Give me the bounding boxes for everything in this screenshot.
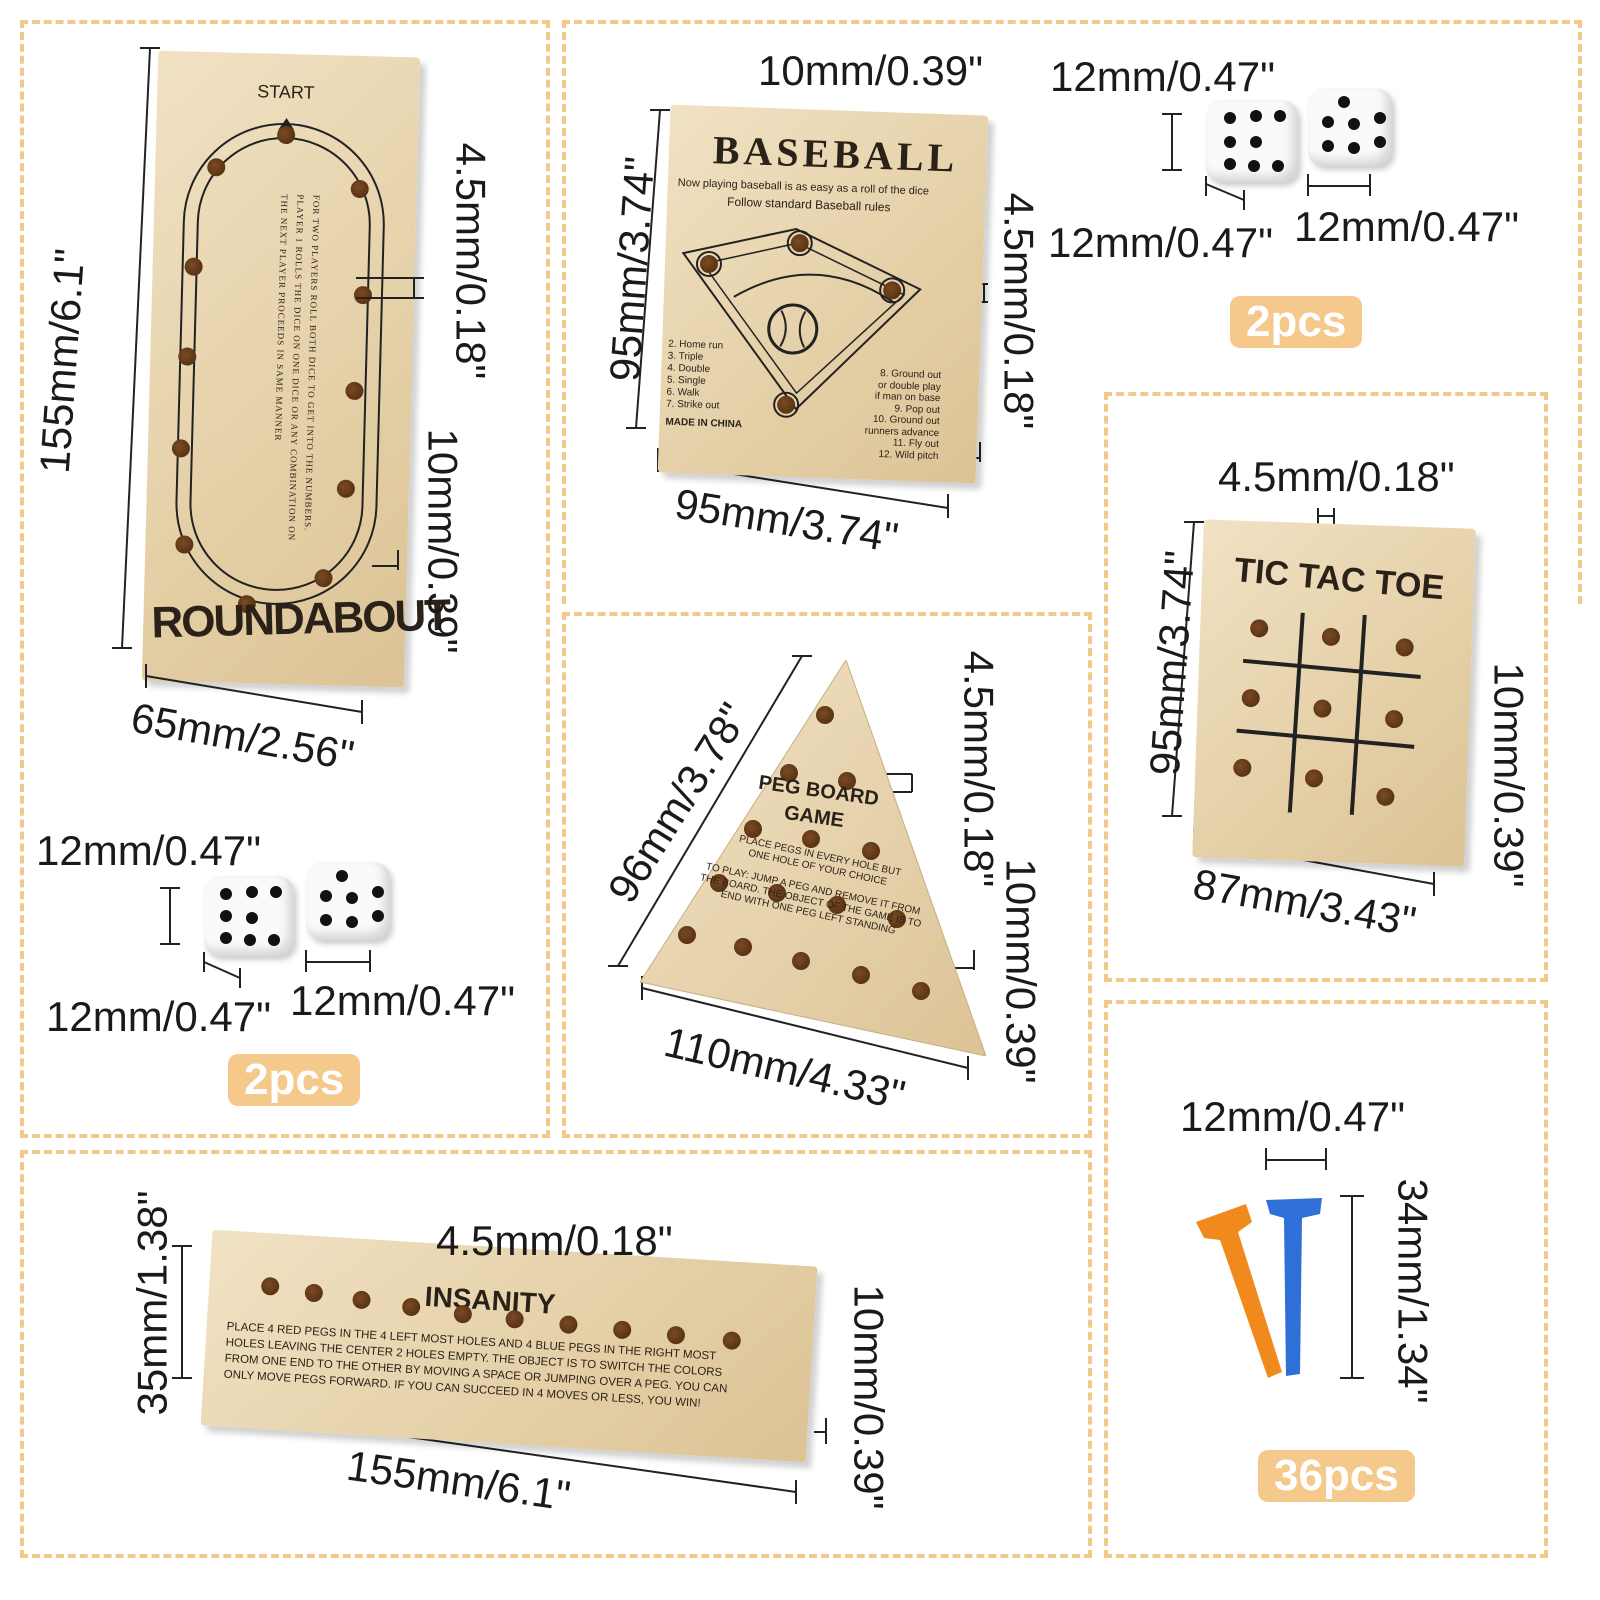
dice-right-bottom-left-label: 12mm/0.47" (1048, 219, 1274, 266)
pegboard-hole (852, 966, 870, 984)
tictactoe-hole-label: 4.5mm/0.18" (1218, 453, 1455, 500)
panel-tictactoe (1104, 392, 1548, 982)
tictactoe-board: TIC TAC TOE (1192, 519, 1476, 867)
pegboard-hole (802, 830, 820, 848)
panel-roundabout (20, 20, 550, 1138)
blue-peg (1266, 1198, 1322, 1376)
roundabout-board: START FOR TWO PLAYERS ROLL BOTH DICE TO … (141, 50, 450, 688)
pegboard-hole (768, 884, 786, 902)
pegboard-hole (888, 910, 906, 928)
pegs-width-label: 12mm/0.47" (1180, 1093, 1406, 1140)
pegboard-hole (862, 842, 880, 860)
baseball-diamond (681, 227, 922, 418)
pegboard-board: PEG BOARD GAME PLACE PEGS IN EVERY HOLE … (640, 660, 986, 1056)
die (1308, 88, 1392, 166)
dice-left-count-badge: 2pcs (228, 1054, 361, 1107)
pegs-count-badge: 36pcs (1258, 1450, 1415, 1503)
insanity-hole-label: 4.5mm/0.18" (436, 1217, 673, 1264)
pegboard-hole (678, 926, 696, 944)
die (204, 876, 294, 956)
panel-pegs (1104, 1000, 1548, 1558)
pegboard-hole (792, 952, 810, 970)
pegboard-hole (734, 938, 752, 956)
dice-left-top-label: 12mm/0.47" (36, 827, 262, 874)
orange-peg (1196, 1204, 1282, 1378)
pegboard-hole (780, 764, 798, 782)
tictactoe-grid (1236, 612, 1421, 815)
die (306, 862, 390, 940)
pegboard-hole (828, 896, 846, 914)
pegboard-hole (744, 820, 762, 838)
dice-right-bottom-right-label: 12mm/0.47" (1294, 203, 1520, 250)
panel-pegboard (562, 612, 1092, 1138)
panel-baseball (562, 20, 1582, 604)
dice-right-top-label: 12mm/0.47" (1050, 53, 1276, 100)
baseball-thickness-label: 10mm/0.39" (758, 47, 984, 94)
pegboard-hole (912, 982, 930, 1000)
baseball-board: BASEBALL Now playing baseball is as easy… (657, 104, 989, 484)
dice-left-bottom-right-label: 12mm/0.47" (290, 977, 516, 1024)
dice-left-bottom-left-label: 12mm/0.47" (46, 993, 272, 1040)
pegboard-hole (838, 772, 856, 790)
dice-right-count-badge: 2pcs (1230, 296, 1363, 349)
pegboard-hole (710, 874, 728, 892)
die (1206, 100, 1298, 182)
pegboard-hole (816, 706, 834, 724)
panel-insanity (20, 1150, 1092, 1558)
pegs-height-label: 34mm/1.34" (1389, 1178, 1437, 1404)
